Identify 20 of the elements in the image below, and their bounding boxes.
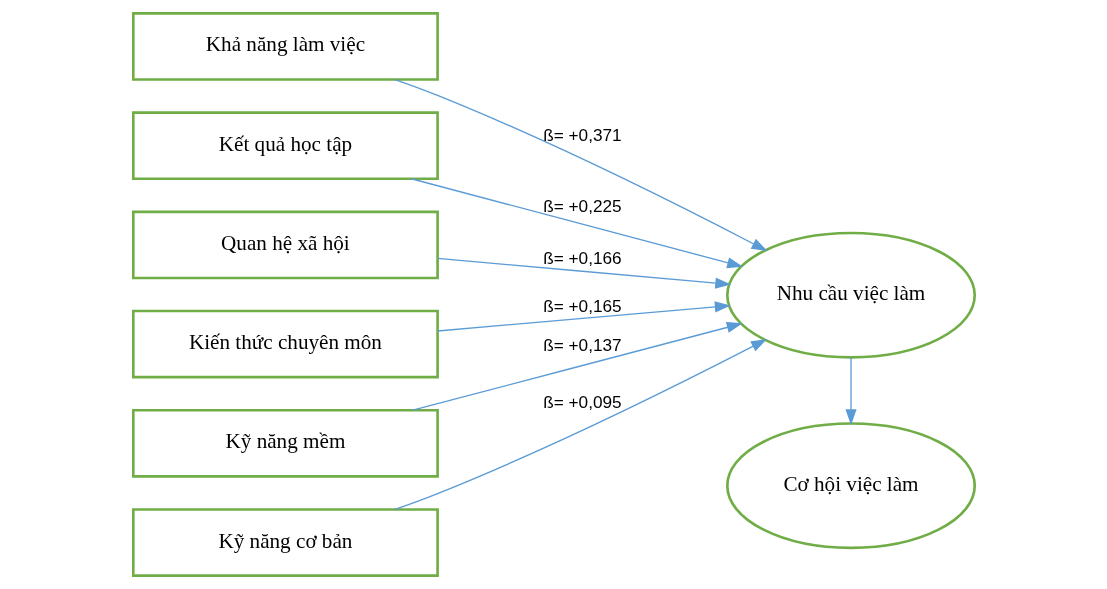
arrow — [410, 178, 743, 269]
edge-label: ß= +0,225 — [542, 196, 622, 217]
node-box: Kỹ năng mềm — [131, 408, 439, 478]
node-ellipse: Cơ hội việc làm — [725, 422, 976, 550]
edge-label: ß= +0,165 — [542, 295, 622, 316]
arrow — [393, 339, 767, 511]
edge-label: ß= +0,137 — [542, 335, 622, 356]
arrow — [393, 78, 767, 252]
node-box: Kết quả học tập — [131, 111, 439, 181]
edge-label: ß= +0,371 — [542, 124, 622, 145]
node-box: Kiến thức chuyên môn — [131, 309, 439, 379]
edge-label: ß= +0,095 — [542, 392, 622, 413]
arrow — [436, 257, 731, 289]
arrow — [436, 301, 731, 332]
edge-label: ß= +0,166 — [542, 247, 622, 268]
node-box: Khả năng làm việc — [131, 12, 439, 81]
arrow — [844, 357, 857, 426]
node-box: Kỹ năng cơ bản — [131, 508, 439, 577]
arrow — [411, 322, 743, 411]
node-box: Quan hệ xã hội — [131, 210, 439, 280]
